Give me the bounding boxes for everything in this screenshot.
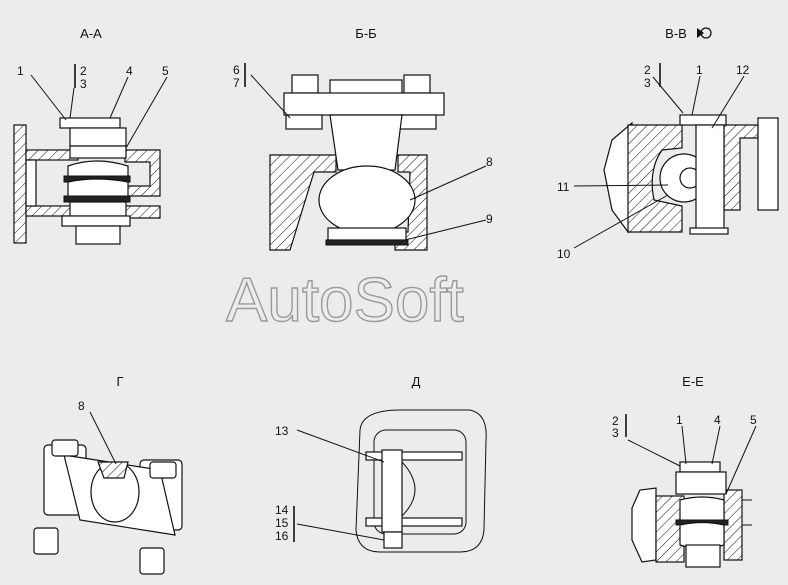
view-ee: Е-Е 2 3 1 4 5 <box>612 374 757 568</box>
view-bb-label-9: 9 <box>486 212 493 226</box>
view-d-label-16: 16 <box>275 529 289 543</box>
view-bb-title: Б-Б <box>355 26 376 41</box>
view-bb-label-6: 6 <box>233 63 240 77</box>
view-bb: Б-Б 6 7 8 9 <box>233 26 493 251</box>
view-bb-label-7: 7 <box>233 76 240 90</box>
view-ee-label-3: 3 <box>612 426 619 440</box>
view-vv-title: В-В <box>665 26 687 41</box>
view-ee-label-2: 2 <box>612 414 619 428</box>
view-vv: В-В 2 3 1 12 11 10 <box>557 26 779 261</box>
view-vv-label-3: 3 <box>644 76 651 90</box>
view-aa-label-4: 4 <box>126 64 133 78</box>
view-aa-title: А-А <box>80 26 102 41</box>
view-g-title: Г <box>116 374 123 389</box>
view-bb-label-8: 8 <box>486 155 493 169</box>
view-aa-label-1: 1 <box>17 64 24 78</box>
view-aa-label-5: 5 <box>162 64 169 78</box>
view-vv-label-1: 1 <box>696 63 703 77</box>
view-d-label-14: 14 <box>275 503 289 517</box>
view-aa-label-3: 3 <box>80 77 87 91</box>
view-d-title: Д <box>412 374 421 389</box>
view-ee-title: Е-Е <box>682 374 704 389</box>
view-vv-label-10: 10 <box>557 247 571 261</box>
view-ee-label-4: 4 <box>714 413 721 427</box>
view-d-label-13: 13 <box>275 424 289 438</box>
view-g-label-8: 8 <box>78 399 85 413</box>
rotate-icon <box>697 27 712 39</box>
view-aa: А-А 1 2 3 4 5 <box>13 26 169 245</box>
view-ee-label-1: 1 <box>676 413 683 427</box>
view-aa-label-2: 2 <box>80 64 87 78</box>
view-d-label-15: 15 <box>275 516 289 530</box>
view-d: Д 13 14 15 16 <box>275 374 487 553</box>
view-vv-label-12: 12 <box>736 63 750 77</box>
view-ee-label-5: 5 <box>750 413 757 427</box>
view-vv-label-11: 11 <box>557 180 570 194</box>
view-g: Г 8 <box>33 374 183 575</box>
view-vv-label-2: 2 <box>644 63 651 77</box>
watermark: AutoSoft <box>226 266 464 335</box>
